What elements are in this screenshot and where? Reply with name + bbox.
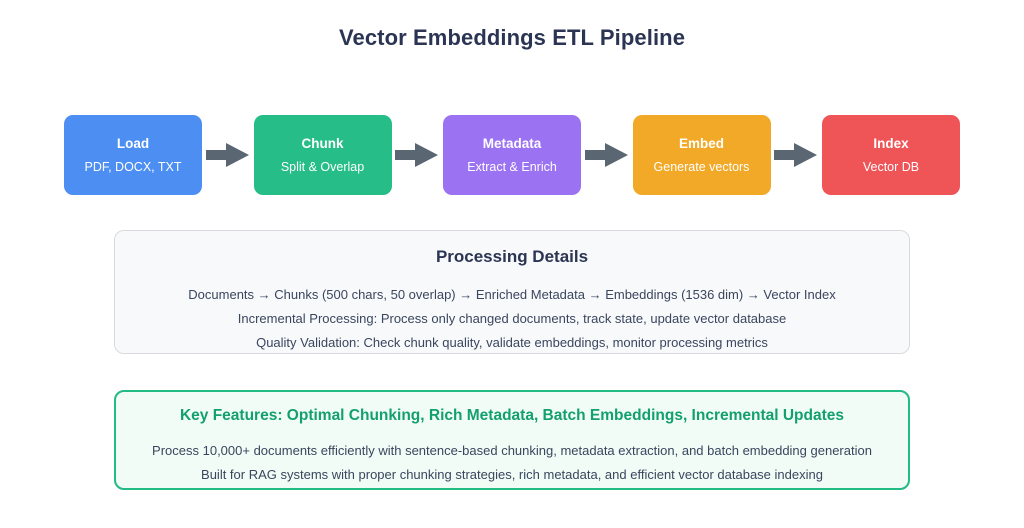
pipeline-connector-1 <box>202 115 254 195</box>
pipeline-connector-4 <box>771 115 823 195</box>
arrow-right-icon <box>584 143 628 167</box>
processing-details-panel: Processing Details Documents → Chunks (5… <box>114 230 910 354</box>
pipeline-stage-index[interactable]: Index Vector DB <box>822 115 960 195</box>
pipeline-stage-load[interactable]: Load PDF, DOCX, TXT <box>64 115 202 195</box>
pipeline-flow: Load PDF, DOCX, TXT Chunk Split & Overla… <box>64 115 960 195</box>
page-title: Vector Embeddings ETL Pipeline <box>338 25 686 50</box>
arrow-right-icon <box>774 143 818 167</box>
key-features-line: Process 10,000+ documents efficiently wi… <box>152 443 872 458</box>
arrow-right-icon <box>395 143 439 167</box>
pipeline-stage-embed[interactable]: Embed Generate vectors <box>632 115 771 195</box>
stage-title: Load <box>116 135 150 151</box>
stage-subtitle: Extract & Enrich <box>467 160 557 174</box>
pipeline-stage-chunk[interactable]: Chunk Split & Overlap <box>253 115 392 195</box>
stage-subtitle: Generate vectors <box>653 160 750 174</box>
stage-title: Embed <box>678 135 724 151</box>
stage-title: Index <box>873 135 909 151</box>
stage-subtitle: Vector DB <box>862 160 920 174</box>
stage-subtitle: Split & Overlap <box>280 160 365 174</box>
processing-details-heading: Processing Details <box>435 247 589 266</box>
processing-details-line: Quality Validation: Check chunk quality,… <box>256 335 768 350</box>
stage-title: Metadata <box>482 135 542 151</box>
processing-details-line: Incremental Processing: Process only cha… <box>237 311 787 326</box>
stage-title: Chunk <box>301 135 344 151</box>
key-features-heading: Key Features: Optimal Chunking, Rich Met… <box>179 407 845 424</box>
stage-subtitle: PDF, DOCX, TXT <box>84 160 182 174</box>
pipeline-connector-2 <box>392 115 444 195</box>
pipeline-connector-3 <box>581 115 633 195</box>
key-features-panel: Key Features: Optimal Chunking, Rich Met… <box>114 390 910 490</box>
arrow-right-icon <box>205 143 249 167</box>
processing-details-line: Documents → Chunks (500 chars, 50 overla… <box>188 287 836 302</box>
key-features-line: Built for RAG systems with proper chunki… <box>201 467 823 482</box>
pipeline-stage-metadata[interactable]: Metadata Extract & Enrich <box>443 115 581 195</box>
